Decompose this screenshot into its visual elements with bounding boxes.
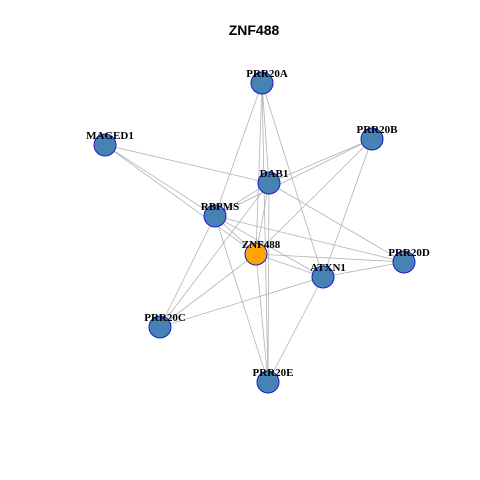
edge-prr20a-rbpms bbox=[214, 82, 263, 217]
edge-rbpms-prr20c bbox=[159, 215, 216, 328]
edge-prr20a-prr20e bbox=[261, 82, 269, 383]
node-dab1: DAB1 bbox=[257, 168, 289, 195]
edge-prr20a-dab1 bbox=[261, 82, 270, 184]
edge-prr20b-dab1 bbox=[268, 138, 373, 184]
edge-atxn1-prr20e bbox=[267, 276, 324, 383]
edge-rbpms-atxn1 bbox=[214, 215, 324, 278]
node-label-atxn1: ATXN1 bbox=[310, 262, 346, 274]
node-label-prr20d: PRR20D bbox=[388, 247, 430, 259]
node-circle-atxn1 bbox=[311, 265, 335, 289]
graph-title: ZNF488 bbox=[229, 22, 280, 38]
edge-znf488-atxn1 bbox=[255, 253, 324, 278]
node-prr20b: PRR20B bbox=[357, 124, 399, 151]
node-label-prr20b: PRR20B bbox=[357, 124, 399, 136]
edge-rbpms-prr20e bbox=[214, 215, 269, 383]
edge-znf488-prr20c bbox=[159, 253, 257, 328]
node-circle-prr20d bbox=[392, 250, 416, 274]
node-label-znf488: ZNF488 bbox=[242, 239, 281, 251]
edge-dab1-prr20e bbox=[267, 182, 270, 383]
node-maged1: MAGED1 bbox=[86, 130, 134, 157]
node-atxn1: ATXN1 bbox=[310, 262, 346, 289]
edge-maged1-dab1 bbox=[104, 144, 270, 184]
edge-prr20b-rbpms bbox=[214, 138, 373, 217]
node-label-prr20c: PRR20C bbox=[144, 312, 186, 324]
edge-maged1-rbpms bbox=[104, 144, 216, 217]
node-label-prr20a: PRR20A bbox=[246, 68, 288, 80]
node-label-dab1: DAB1 bbox=[260, 168, 289, 180]
edge-prr20b-atxn1 bbox=[322, 138, 373, 278]
edge-atxn1-prr20d bbox=[322, 261, 405, 278]
edge-prr20b-znf488 bbox=[255, 138, 373, 255]
node-prr20d: PRR20D bbox=[388, 247, 430, 274]
edge-znf488-prr20e bbox=[255, 253, 269, 383]
edge-maged1-znf488 bbox=[104, 144, 257, 255]
edge-rbpms-prr20d bbox=[214, 215, 405, 263]
node-prr20a: PRR20A bbox=[246, 68, 288, 95]
node-circle-znf488 bbox=[244, 242, 268, 266]
edge-prr20a-atxn1 bbox=[261, 82, 324, 278]
node-label-maged1: MAGED1 bbox=[86, 130, 134, 142]
edge-dab1-znf488 bbox=[255, 182, 270, 255]
node-circle-dab1 bbox=[257, 171, 281, 195]
edge-znf488-prr20d bbox=[255, 253, 405, 263]
edge-atxn1-prr20c bbox=[159, 276, 324, 328]
edge-dab1-prr20c bbox=[159, 182, 270, 328]
node-circle-prr20a bbox=[250, 71, 274, 95]
node-prr20e: PRR20E bbox=[253, 367, 294, 394]
node-znf488: ZNF488 bbox=[242, 239, 281, 266]
node-label-rbpms: RBPMS bbox=[201, 201, 240, 213]
edge-layer bbox=[104, 82, 405, 383]
node-circle-prr20c bbox=[148, 315, 172, 339]
edge-dab1-prr20d bbox=[268, 182, 405, 263]
node-rbpms: RBPMS bbox=[201, 201, 240, 228]
node-circle-prr20b bbox=[360, 127, 384, 151]
node-label-prr20e: PRR20E bbox=[253, 367, 294, 379]
node-circle-prr20e bbox=[256, 370, 280, 394]
node-prr20c: PRR20C bbox=[144, 312, 186, 339]
edge-prr20a-znf488 bbox=[255, 82, 263, 255]
node-circle-rbpms bbox=[203, 204, 227, 228]
node-circle-maged1 bbox=[93, 133, 117, 157]
